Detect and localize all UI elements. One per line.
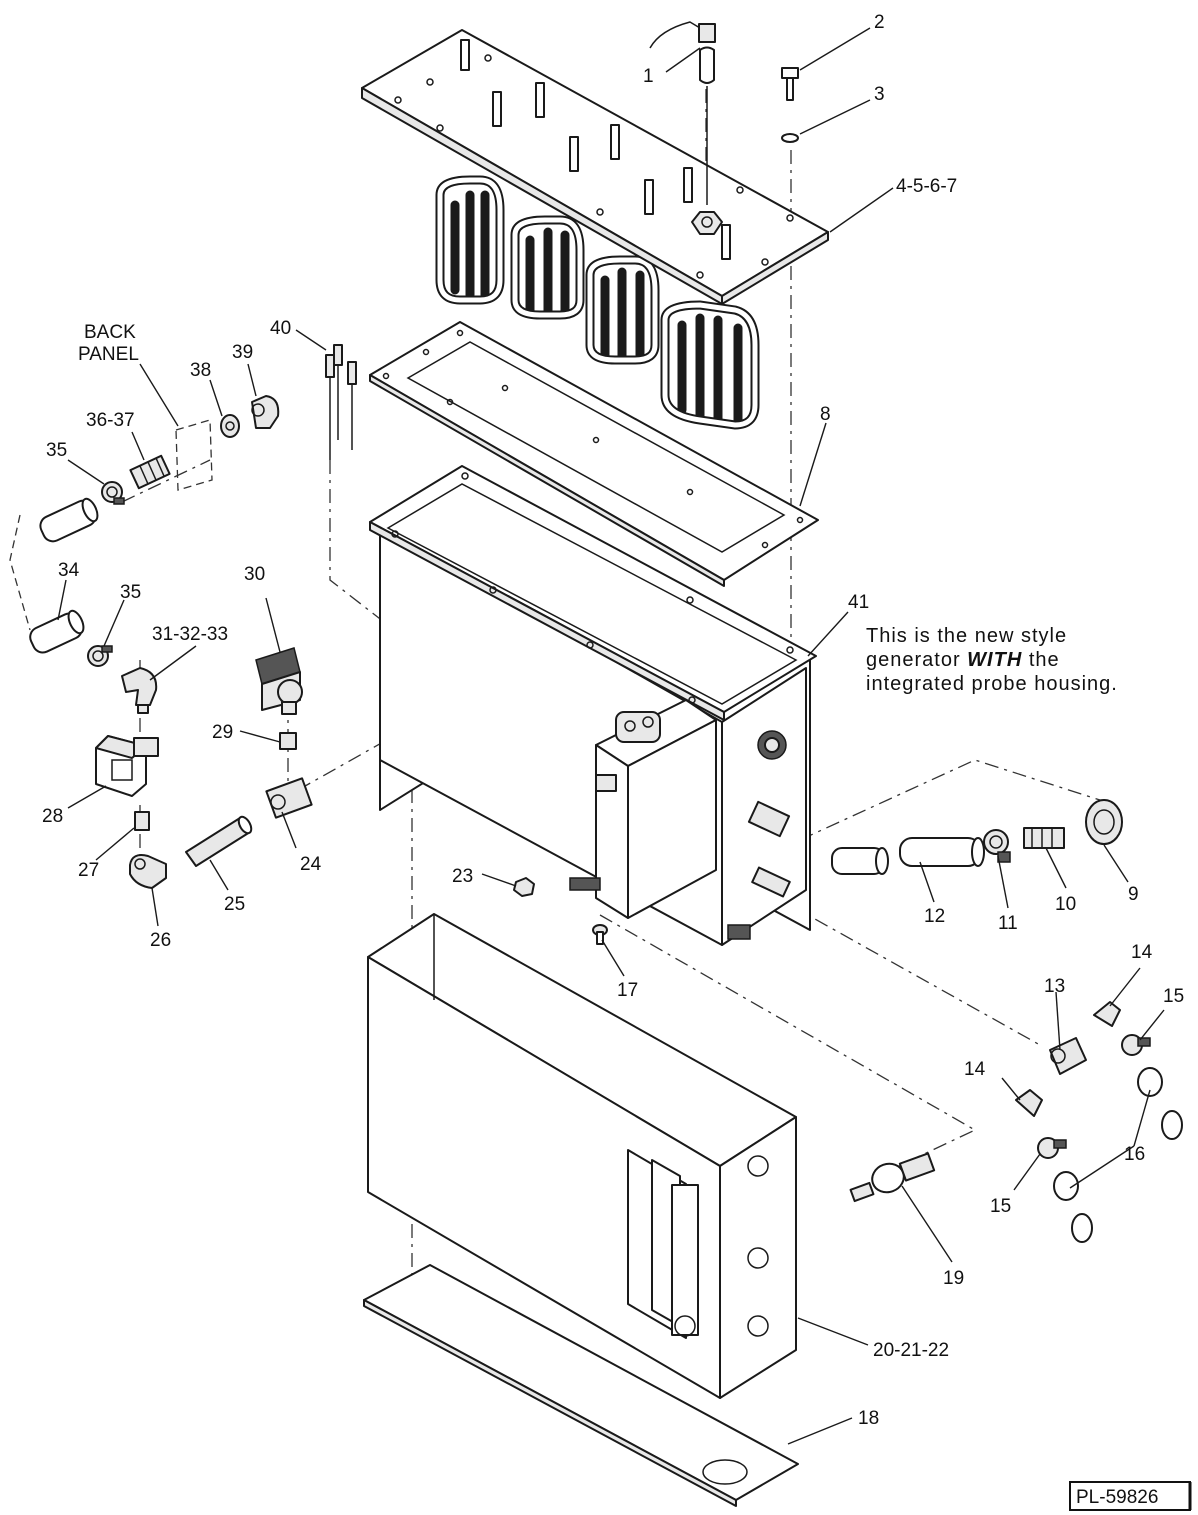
callout-3: 3 <box>874 84 885 105</box>
callout-labels: 1 2 3 4-5-6-7 8 9 10 11 12 13 14 15 14 1… <box>42 12 1184 1429</box>
clamp-part-35-bottom <box>87 645 113 667</box>
callout-34: 34 <box>58 560 80 581</box>
back-panel-label-line1: BACK <box>84 322 136 343</box>
nut-part-38 <box>220 414 240 438</box>
callout-26: 26 <box>150 930 171 951</box>
elbow-part-39 <box>251 395 280 429</box>
callout-15-top: 15 <box>1163 986 1184 1007</box>
note-line-1: This is the new style <box>866 625 1067 647</box>
callout-2: 2 <box>874 12 885 33</box>
callout-18: 18 <box>858 1408 879 1429</box>
style-note: This is the new style generator WITH the… <box>866 625 1118 695</box>
note-line-2-post: the <box>1022 649 1059 671</box>
probe-nut <box>691 211 723 235</box>
leader-lines <box>57 27 1165 1445</box>
callout-24: 24 <box>300 854 322 875</box>
cap-part-16-top <box>1137 1067 1183 1140</box>
note-line-2: generator WITH the <box>866 649 1060 671</box>
probe-housing <box>569 699 717 919</box>
cover-plate <box>361 29 829 297</box>
callout-13: 13 <box>1044 976 1065 997</box>
fitting-part-9 <box>1085 799 1123 845</box>
heater-cover-assembly <box>361 29 829 430</box>
callout-41: 41 <box>848 592 869 613</box>
callout-25: 25 <box>224 894 245 915</box>
drain-box-part-20-21-22 <box>367 913 797 1399</box>
callout-10: 10 <box>1055 894 1076 915</box>
gasket-part-8 <box>369 321 819 587</box>
valve-part-30 <box>255 647 303 715</box>
plate-holes <box>394 54 794 279</box>
clamp-part-15-top <box>1121 1034 1151 1056</box>
drawing-number-box: PL-59826 <box>1069 1481 1192 1511</box>
callout-20-21-22: 20-21-22 <box>873 1340 949 1361</box>
callout-36-37: 36-37 <box>86 410 135 431</box>
clamp-part-15-bottom <box>1037 1137 1067 1159</box>
callout-28: 28 <box>42 806 63 827</box>
callout-14-top: 14 <box>1131 942 1153 963</box>
callout-8: 8 <box>820 404 831 425</box>
callout-17: 17 <box>617 980 638 1001</box>
note-line-2-pre: generator <box>866 649 967 671</box>
callout-23: 23 <box>452 866 473 887</box>
hose-part-34 <box>29 497 99 654</box>
callout-35-top: 35 <box>46 440 67 461</box>
plate-posts <box>460 39 731 260</box>
probe-part-1 <box>649 21 716 205</box>
screw-part-17 <box>592 924 608 945</box>
callout-31-32-33: 31-32-33 <box>152 624 228 645</box>
callout-12: 12 <box>924 906 945 927</box>
elbow-part-14-bottom <box>1015 1089 1043 1117</box>
nut-part-23 <box>513 877 535 897</box>
callout-39: 39 <box>232 342 253 363</box>
elbow-barb-part-31-32-33 <box>121 667 158 714</box>
clamp-part-11 <box>983 829 1011 863</box>
callout-30: 30 <box>244 564 265 585</box>
elbow-part-14-top <box>1093 1001 1121 1027</box>
callout-1: 1 <box>643 66 654 87</box>
note-line-2-emphasis: WITH <box>967 649 1022 671</box>
probes-part-40 <box>325 344 357 460</box>
fitting-part-29 <box>279 732 297 750</box>
callout-29: 29 <box>212 722 233 743</box>
callout-14-bottom: 14 <box>964 1059 986 1080</box>
tank-body-part-41 <box>369 465 817 946</box>
callout-9: 9 <box>1128 884 1139 905</box>
back-panel <box>175 419 213 491</box>
callout-35-bottom: 35 <box>120 582 141 603</box>
clamp-part-35-top <box>101 481 125 505</box>
pipe-nipple-part-25 <box>185 815 253 867</box>
barb-fitting-part-36-37 <box>129 454 171 490</box>
callout-15-bottom: 15 <box>990 1196 1011 1217</box>
callout-4-5-6-7: 4-5-6-7 <box>896 176 957 197</box>
float-switch-part-19 <box>849 1152 936 1203</box>
callout-16: 16 <box>1124 1144 1145 1165</box>
callout-11: 11 <box>998 913 1018 934</box>
elbow-part-26 <box>129 854 167 889</box>
tee-part-13 <box>1049 1037 1087 1075</box>
callout-27: 27 <box>78 860 99 881</box>
tee-part-24 <box>265 777 313 819</box>
hose-part-12 <box>831 837 985 875</box>
screw-part-2 <box>781 67 799 101</box>
heating-coils <box>435 175 760 430</box>
washer-part-3 <box>781 133 799 143</box>
barb-part-10 <box>1023 827 1065 849</box>
back-panel-label-line2: PANEL <box>78 344 139 365</box>
callout-40: 40 <box>270 318 291 339</box>
fitting-part-27 <box>134 811 150 831</box>
callout-38: 38 <box>190 360 211 381</box>
callout-19: 19 <box>943 1268 964 1289</box>
base-plate-part-18 <box>363 1264 799 1507</box>
cap-part-16-bottom <box>1053 1171 1093 1243</box>
drawing-number: PL-59826 <box>1076 1487 1158 1508</box>
solenoid-valve-part-28 <box>95 735 159 797</box>
note-line-3: integrated probe housing. <box>866 673 1118 695</box>
